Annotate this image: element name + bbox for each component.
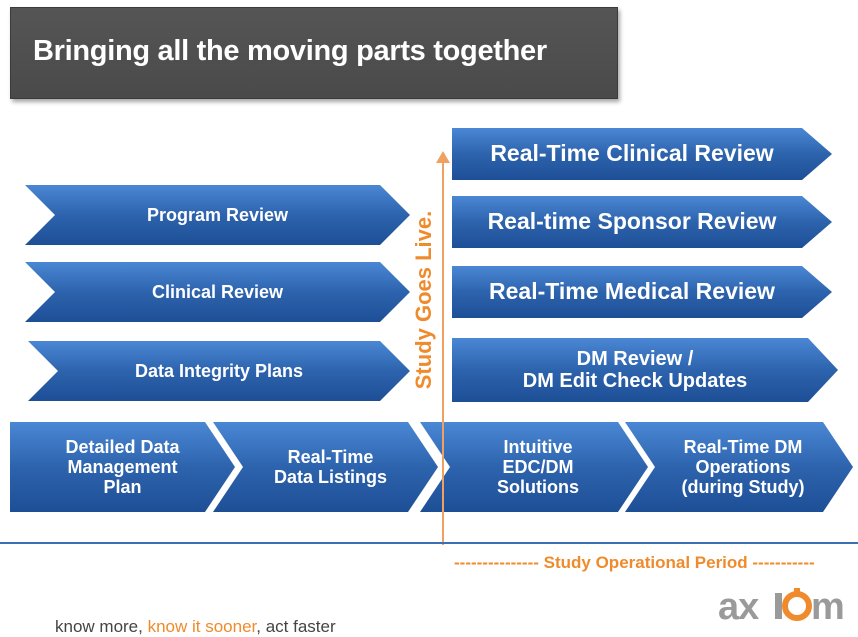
study-goes-live-label: Study Goes Live. xyxy=(411,210,436,390)
chevron-label-line: Real-Time xyxy=(287,446,374,467)
chevron-label: Data Integrity Plans xyxy=(134,360,304,381)
axiom-logo: ax m xyxy=(718,586,845,625)
chevron-label-line: Management xyxy=(67,456,178,477)
tagline: know more, know it sooner, act faster xyxy=(55,617,336,637)
svg-text:ax: ax xyxy=(718,586,759,625)
chevron-intuitive-edc-dm-solutions: Intuitive EDC/DM Solutions xyxy=(420,422,648,512)
chevron-label-line: Operations xyxy=(695,456,791,477)
chevron-real-time-data-listings: Real-Time Data Listings xyxy=(213,422,438,512)
go-live-timeline-line xyxy=(442,162,444,545)
chevron-label-line: Real-Time DM xyxy=(683,436,803,457)
chevron-label-line: Detailed Data xyxy=(65,436,180,457)
title-banner: Bringing all the moving parts together xyxy=(10,7,618,99)
chevron-label-line: Solutions xyxy=(497,477,579,498)
chevron-label: Real-Time Clinical Review xyxy=(490,140,774,167)
chevron-data-integrity-plans: Data Integrity Plans xyxy=(28,341,410,401)
chevron-label-line: DM Review / xyxy=(576,347,694,370)
chevron-label: Clinical Review xyxy=(151,281,284,302)
chevron-clinical-review: Clinical Review xyxy=(25,262,410,322)
chevron-detailed-data-management-plan: Detailed Data Management Plan xyxy=(10,422,235,512)
page-title: Bringing all the moving parts together xyxy=(33,35,547,67)
chevron-label: Program Review xyxy=(146,204,289,225)
chevron-label-line: Data Listings xyxy=(273,467,388,487)
chevron-real-time-medical-review: Real-Time Medical Review xyxy=(452,266,832,318)
tagline-part: , act faster xyxy=(256,617,336,636)
chevron-program-review: Program Review xyxy=(25,185,410,245)
svg-text:m: m xyxy=(811,586,845,625)
chevron-label-line: DM Edit Check Updates xyxy=(522,370,748,392)
chevron-real-time-clinical-review: Real-Time Clinical Review xyxy=(452,128,832,180)
timeline-baseline xyxy=(0,542,858,544)
chevron-label-line: EDC/DM xyxy=(502,456,574,477)
chevron-real-time-dm-operations: Real-Time DM Operations (during Study) xyxy=(625,422,853,512)
tagline-highlight: know it sooner xyxy=(147,617,257,636)
tagline-part: know more, xyxy=(55,617,148,636)
chevron-label-line: Intuitive xyxy=(503,436,573,457)
chevron-label: Real-Time Medical Review xyxy=(489,278,775,305)
chevron-label: Real-time Sponsor Review xyxy=(487,208,777,235)
chevron-dm-review: DM Review / DM Edit Check Updates xyxy=(452,338,838,402)
chevron-label-line: Plan xyxy=(103,477,142,498)
chevron-label-line: (during Study) xyxy=(681,477,805,498)
chevron-real-time-sponsor-review: Real-time Sponsor Review xyxy=(452,196,832,248)
study-operational-period-label: --------------- Study Operational Period… xyxy=(454,553,815,572)
up-arrow-icon xyxy=(436,151,450,163)
